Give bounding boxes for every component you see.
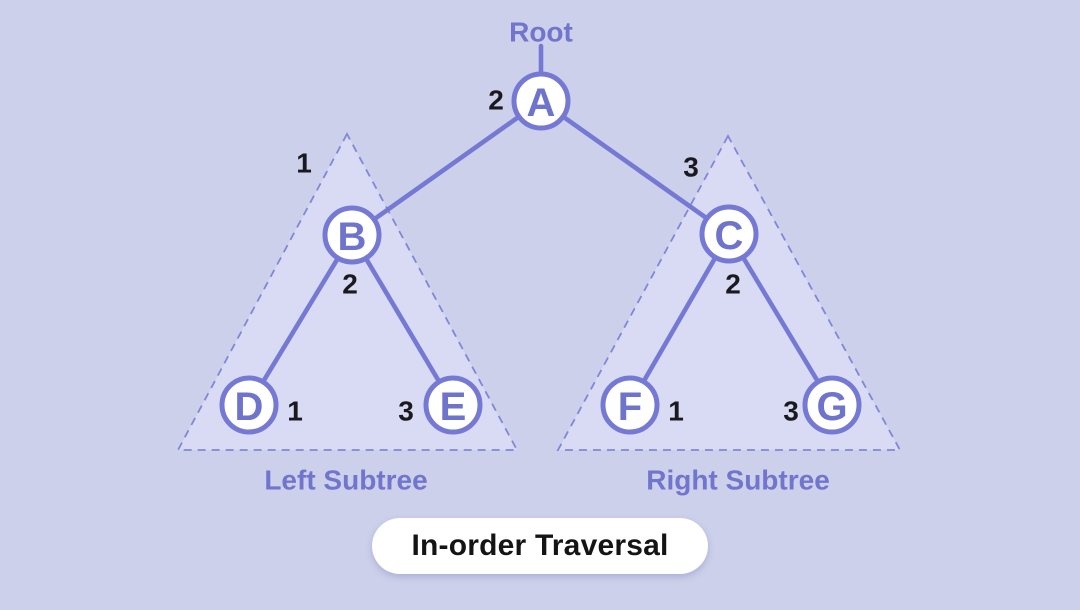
root-heading: Root bbox=[509, 17, 573, 48]
left-subtree-heading: Left Subtree bbox=[264, 465, 427, 496]
node-c-order: 2 bbox=[725, 269, 741, 300]
node-e-label: E bbox=[440, 385, 467, 429]
node-c-circle bbox=[699, 204, 759, 264]
node-f-order: 1 bbox=[668, 396, 684, 427]
node-b-label: B bbox=[338, 215, 367, 259]
node-g-label: G bbox=[816, 385, 847, 429]
right-subtree-order: 3 bbox=[683, 152, 699, 183]
edge-c-f bbox=[627, 231, 732, 408]
node-c-label: C bbox=[715, 214, 744, 258]
node-b-order: 2 bbox=[342, 269, 358, 300]
node-a-order: 2 bbox=[488, 85, 504, 116]
node-e-order: 3 bbox=[398, 396, 414, 427]
node-d-order: 1 bbox=[287, 396, 303, 427]
node-g-circle bbox=[802, 375, 862, 435]
node-a-circle bbox=[511, 71, 571, 131]
caption-pill: In-order Traversal bbox=[372, 518, 708, 574]
node-f-label: F bbox=[618, 385, 642, 429]
node-b-circle bbox=[322, 205, 382, 265]
node-d-circle bbox=[219, 375, 279, 435]
node-d-label: D bbox=[235, 385, 264, 429]
edge-b-d bbox=[246, 232, 355, 408]
edge-b-e bbox=[349, 232, 456, 408]
node-a-label: A bbox=[527, 81, 556, 125]
caption-text: In-order Traversal bbox=[411, 529, 669, 562]
node-f-circle bbox=[600, 375, 660, 435]
edge-c-g bbox=[726, 231, 835, 408]
edge-a-b bbox=[349, 98, 544, 238]
node-g-order: 3 bbox=[783, 396, 799, 427]
right-subtree-heading: Right Subtree bbox=[646, 465, 830, 496]
node-e-circle bbox=[423, 375, 483, 435]
edge-a-c bbox=[538, 98, 732, 237]
left-subtree-order: 1 bbox=[296, 148, 312, 179]
